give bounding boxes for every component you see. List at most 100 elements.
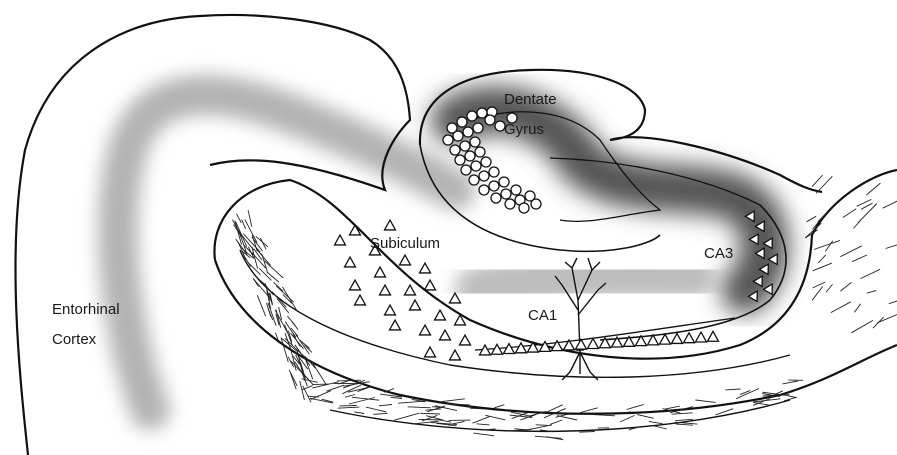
granule-cell [469, 175, 479, 185]
fibre-stroke [398, 401, 424, 403]
fibre-stroke [807, 216, 817, 222]
granule-cell [470, 137, 480, 147]
pyramidal-cell [345, 257, 356, 267]
fibre-stroke [394, 413, 419, 420]
pyramidal-cell [385, 305, 396, 315]
fibre-stroke [550, 420, 563, 424]
fibre-stroke [257, 249, 271, 265]
fibre-stroke [470, 408, 483, 409]
fibre-stroke [289, 370, 297, 386]
granule-cell [450, 145, 460, 155]
fibre-stroke [291, 321, 298, 330]
fibre-stroke [580, 408, 597, 413]
fibre-stroke [267, 272, 279, 282]
label-ca1: CA1 [528, 307, 557, 324]
fibre-stroke [889, 297, 897, 304]
fibre-stroke [408, 407, 431, 408]
fibre-stroke [391, 397, 402, 398]
granule-cell [457, 117, 467, 127]
fibre-stroke [805, 223, 821, 238]
fibre-stroke [536, 425, 548, 426]
pyramidal-cell [335, 235, 346, 245]
fibre-stroke [242, 220, 246, 229]
fibre-stroke [620, 415, 635, 422]
fibre-stroke [473, 417, 490, 424]
fibre-stroke [268, 303, 276, 326]
granule-cell [531, 199, 541, 209]
fibre-stroke [676, 424, 693, 425]
pyramidal-cell [355, 295, 366, 305]
pyramidal-cell [440, 330, 451, 340]
fibre-stroke [311, 391, 331, 400]
granule-cell [511, 185, 521, 195]
granule-cell [475, 147, 485, 157]
fibre-stroke [326, 385, 344, 391]
fibre-stroke [420, 413, 440, 414]
fibre-stroke [373, 413, 387, 414]
fibre-stroke [825, 241, 833, 252]
fibre-stroke [665, 406, 680, 409]
pyramidal-cell [375, 267, 386, 277]
fibre-stroke [851, 320, 873, 332]
granule-cell [463, 127, 473, 137]
fibre-stroke [291, 373, 297, 389]
fibre-stroke [366, 407, 386, 412]
label-entorhinal: Entorhinal [52, 301, 120, 318]
granule-cell [455, 155, 465, 165]
granule-cell [489, 181, 499, 191]
pyramidal-cell [405, 285, 416, 295]
pyramidal-cell [425, 280, 436, 290]
fibre-stroke [852, 255, 867, 262]
fibre-stroke [726, 389, 741, 390]
fibre-stroke [473, 433, 494, 436]
fibre-stroke [637, 415, 653, 419]
fibre-stroke [274, 282, 283, 291]
fibre-stroke [494, 405, 504, 408]
granule-cell [473, 123, 483, 133]
fibre-stroke [740, 390, 750, 394]
fibre-stroke [248, 210, 252, 227]
label-gyrus: Gyrus [504, 121, 544, 138]
fibre-stroke [831, 302, 851, 313]
pyramidal-cell [410, 300, 421, 310]
pyramidal-cell [400, 255, 411, 265]
label-cortex: Cortex [52, 331, 97, 348]
granule-cell [479, 171, 489, 181]
fibre-stroke [812, 286, 823, 300]
fibre-stroke [257, 295, 265, 316]
fibre-stroke [672, 413, 693, 414]
fibre-stroke [861, 203, 873, 209]
pyramidal-cell [516, 343, 527, 353]
fibre-stroke [260, 238, 266, 249]
pyramidal-cell [460, 335, 471, 345]
pyramidal-cell [684, 333, 695, 343]
white-matter-hatching [232, 175, 897, 440]
fibre-stroke [877, 314, 897, 323]
fibre-stroke [784, 397, 797, 401]
fibre-stroke [840, 282, 851, 291]
fibre-stroke [860, 269, 880, 278]
label-subiculum: Subiculum [370, 235, 440, 252]
white-matter-band [214, 170, 897, 440]
fibre-stroke [337, 380, 361, 381]
granule-cell [443, 135, 453, 145]
fibre-stroke [300, 381, 305, 400]
entorhinal-shading-band [118, 95, 455, 410]
fibre-stroke [813, 263, 832, 271]
fibre-stroke [867, 290, 877, 293]
fibre-stroke [237, 214, 242, 223]
label-ca3: CA3 [704, 245, 733, 262]
fibre-stroke [354, 412, 364, 414]
pyramidal-cell [420, 325, 431, 335]
fibre-stroke [854, 304, 860, 313]
granule-cell [485, 115, 495, 125]
granule-cell [460, 141, 470, 151]
fibre-stroke [276, 286, 294, 302]
granule-cell [465, 151, 475, 161]
fibre-stroke [813, 282, 826, 288]
pyramidal-cell [672, 334, 683, 344]
fibre-stroke [814, 240, 840, 249]
granule-cell [467, 111, 477, 121]
